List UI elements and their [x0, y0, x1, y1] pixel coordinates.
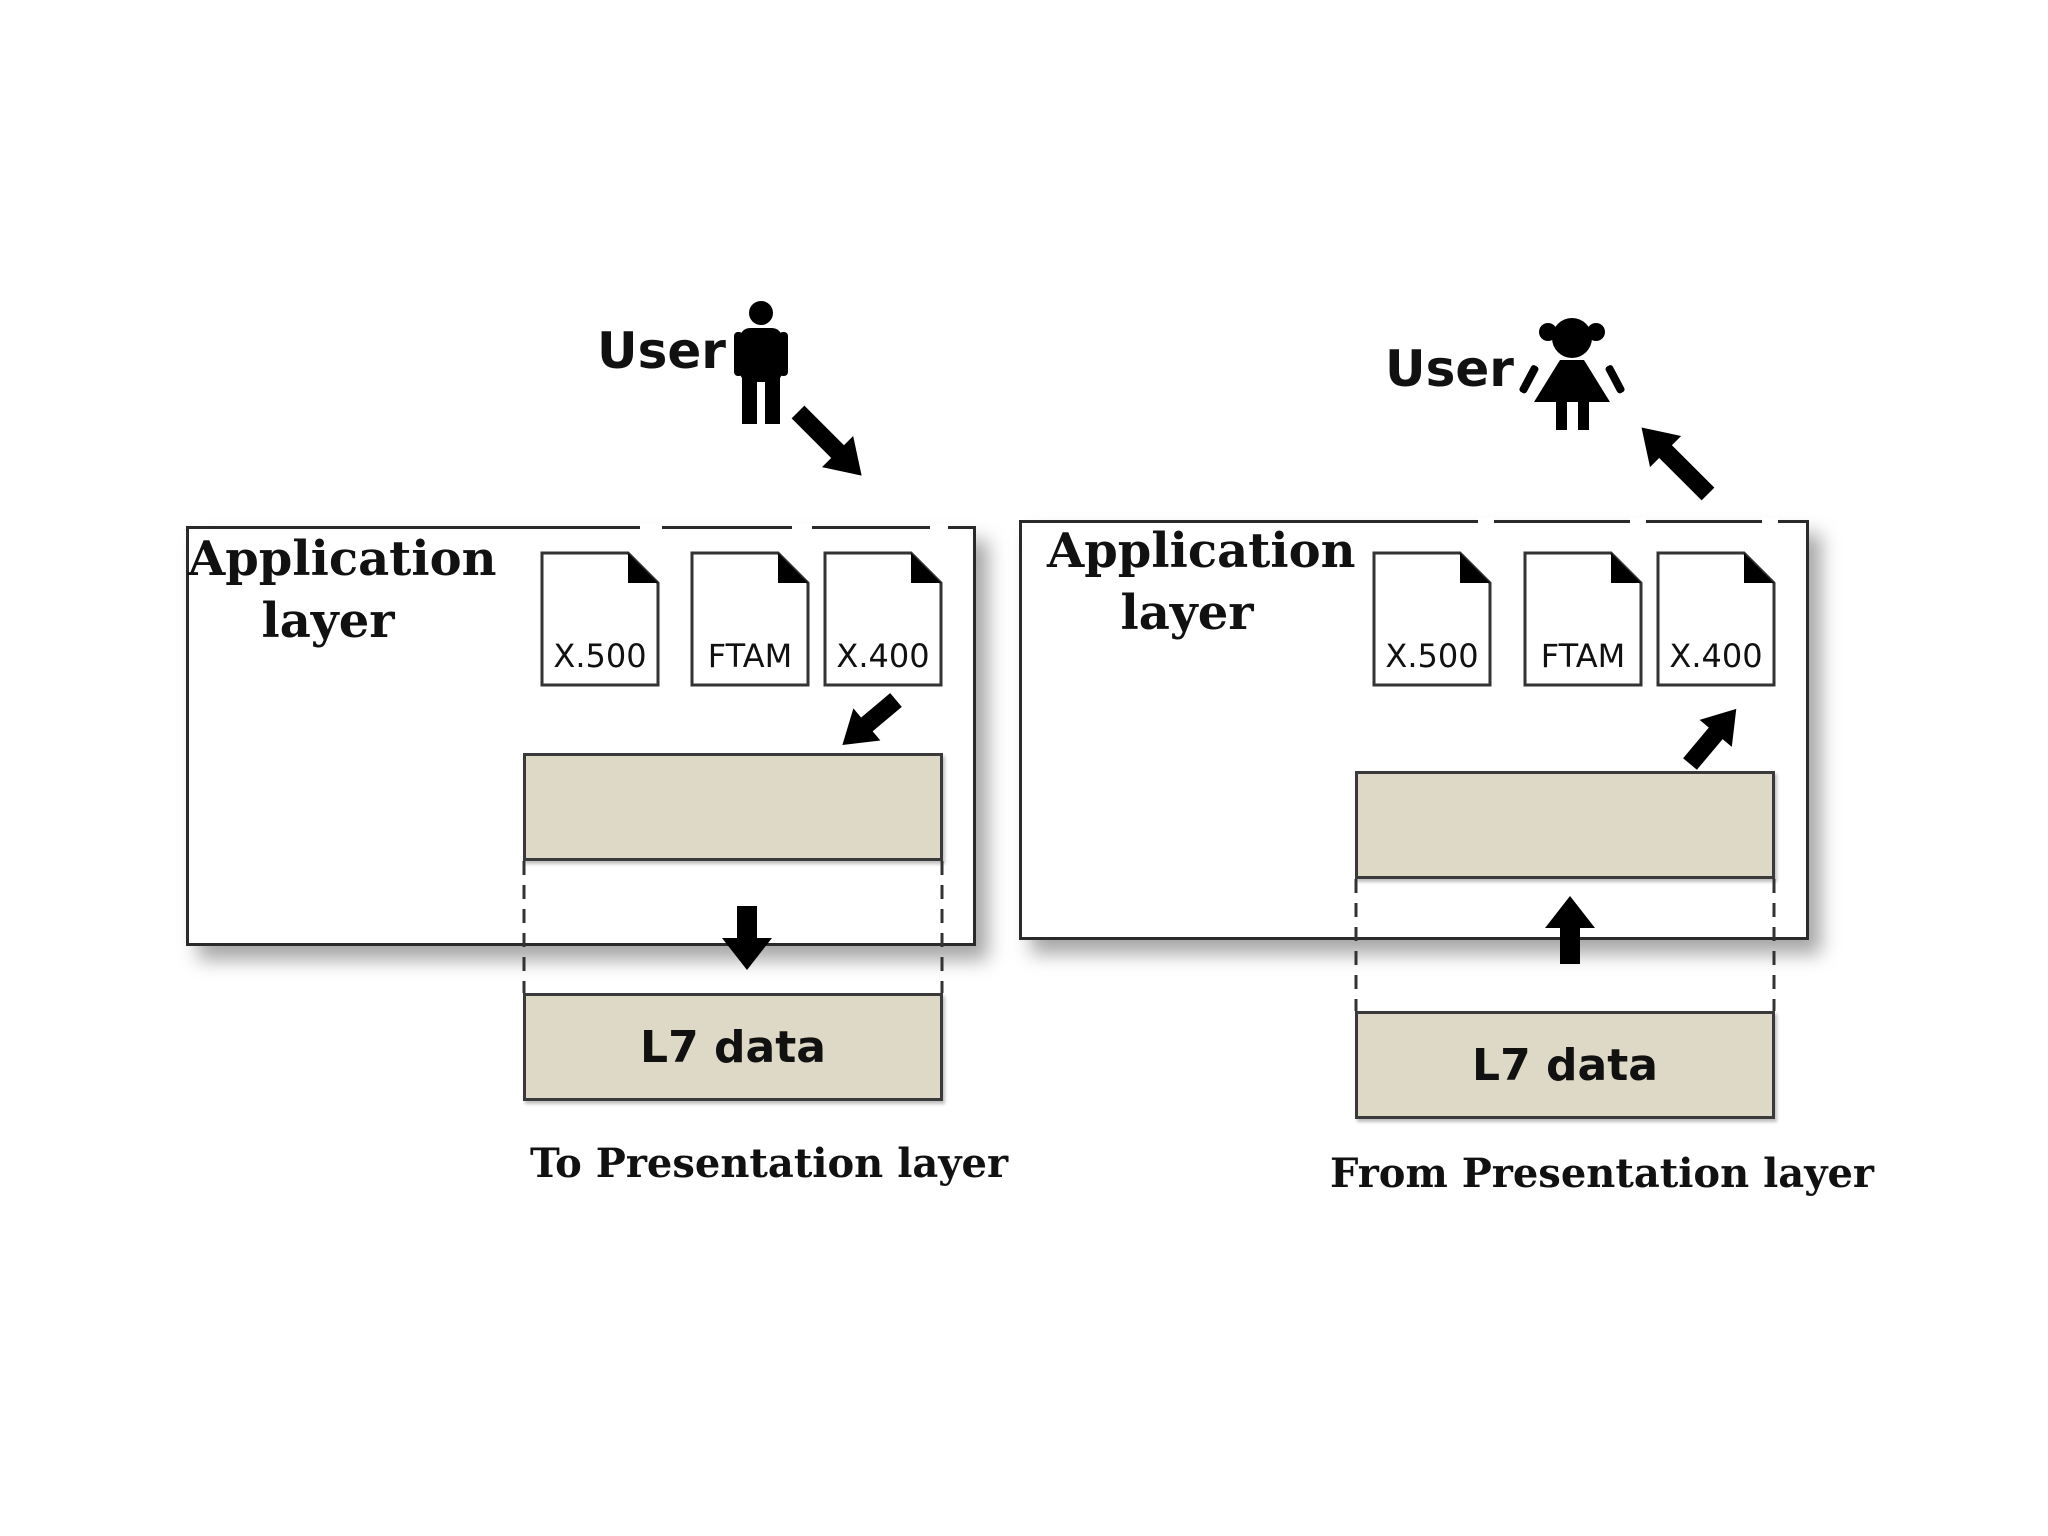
- doc-label: X.500: [1385, 637, 1479, 675]
- left-user-label: User: [597, 322, 726, 380]
- document-icon: [823, 551, 943, 687]
- left-doc-ftam: FTAM: [690, 551, 810, 687]
- left-caption: To Presentation layer: [530, 1140, 1009, 1187]
- arrow-down-to-l7-left: [722, 906, 772, 970]
- doc-label: X.500: [553, 637, 647, 675]
- right-dashed-connectors: [1354, 879, 1776, 1011]
- right-user-label: User: [1385, 340, 1514, 398]
- doc-label: X.400: [1669, 637, 1763, 675]
- left-processing-block: [523, 753, 943, 861]
- doc-label: FTAM: [1540, 637, 1626, 675]
- doc-label: FTAM: [707, 637, 793, 675]
- l7-data-label: L7 data: [1472, 1039, 1658, 1091]
- right-box-title: Application layer: [1047, 523, 1356, 641]
- male-user-icon: [734, 301, 788, 424]
- document-icon: [1523, 551, 1643, 687]
- female-user-icon: [1519, 318, 1625, 430]
- right-processing-block: [1355, 771, 1775, 879]
- left-doc-x500: X.500: [540, 551, 660, 687]
- right-l7-data-block: L7 data: [1355, 1011, 1775, 1119]
- arrow-app-to-user-right: [1641, 427, 1715, 501]
- document-icon: [1656, 551, 1776, 687]
- arrow-x400-to-block-left: [842, 693, 902, 745]
- document-icon: [540, 551, 660, 687]
- l7-data-label: L7 data: [640, 1021, 826, 1073]
- arrow-up-from-l7-right: [1545, 896, 1595, 964]
- left-dashed-connectors: [522, 861, 944, 993]
- arrow-user-to-app-left: [791, 405, 862, 476]
- left-l7-data-block: L7 data: [523, 993, 943, 1101]
- right-doc-ftam: FTAM: [1523, 551, 1643, 687]
- right-caption: From Presentation layer: [1330, 1150, 1874, 1197]
- document-icon: [690, 551, 810, 687]
- left-doc-x400: X.400: [823, 551, 943, 687]
- arrow-block-to-x400-right: [1683, 708, 1737, 770]
- left-box-title: Application layer: [188, 531, 497, 649]
- right-doc-x400: X.400: [1656, 551, 1776, 687]
- document-icon: [1372, 551, 1492, 687]
- right-doc-x500: X.500: [1372, 551, 1492, 687]
- doc-label: X.400: [836, 637, 930, 675]
